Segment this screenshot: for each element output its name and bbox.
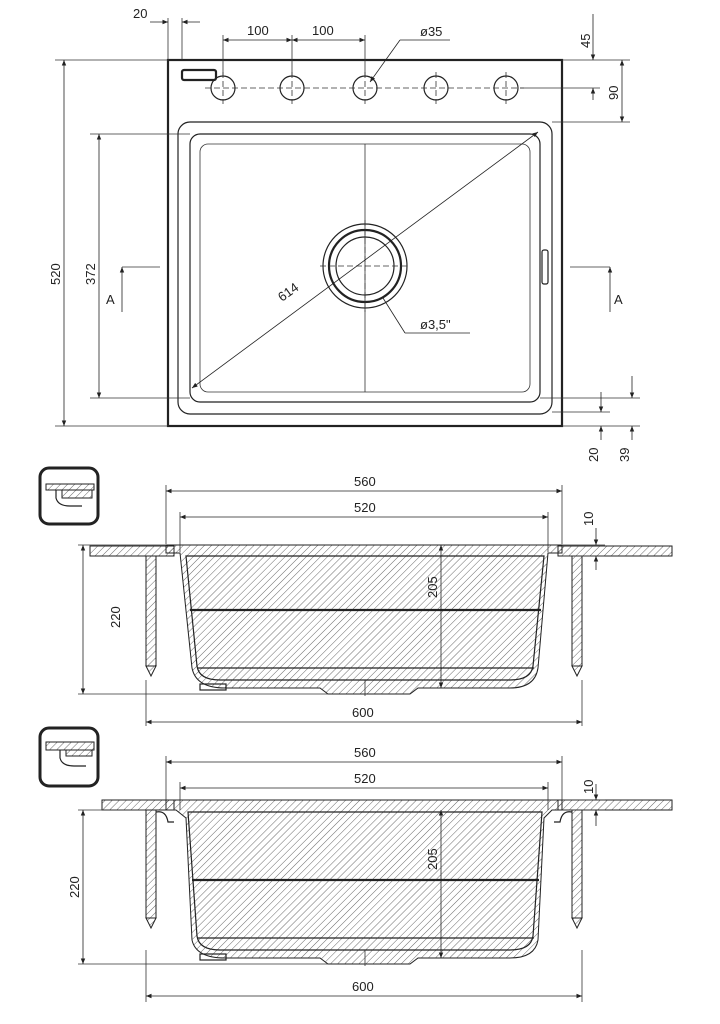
section2-cutout-label: 600 [352,979,374,994]
top-offset-label: 45 [578,34,593,48]
section1-rim-label: 10 [581,512,596,526]
section2-overall-depth-label: 220 [67,876,82,898]
section-view-1: 560 520 205 220 10 600 [38,466,673,726]
section1-cutout-label: 600 [352,705,374,720]
bottom-2-label: 39 [617,448,632,462]
drain-size-label: ø3,5" [420,317,451,332]
section2-rim-label: 10 [581,780,596,794]
section1-depth-label: 205 [425,576,440,598]
section2-inner-width-label: 520 [354,771,376,786]
section1-top-width-label: 560 [354,474,376,489]
section-marker-left: A [106,292,115,307]
section1-inner-width-label: 520 [354,500,376,515]
overall-height-label: 520 [48,263,63,285]
diagonal-dimension [191,131,539,389]
hole-diameter-label: ø35 [420,24,442,39]
sink-profile-flush [165,799,563,965]
sink-profile [165,544,563,695]
bowl-height-label: 372 [83,263,98,285]
top-band-label: 90 [606,86,621,100]
tap-holes [205,72,524,104]
spacing-1-label: 100 [247,23,269,38]
offset-left-label: 20 [133,6,147,21]
section1-overall-depth-label: 220 [108,606,123,628]
section-view-2: 560 520 205 220 10 600 [38,726,673,1002]
flush-mount-icon [38,726,100,788]
section-marker-right: A [614,292,623,307]
section2-top-width-label: 560 [354,745,376,760]
top-mount-icon [38,466,100,526]
plan-view: 614 ø3,5" 20 100 100 ø35 45 90 [48,6,640,462]
section2-depth-label: 205 [425,848,440,870]
bottom-1-label: 20 [586,448,601,462]
tap-hole [352,75,378,101]
diagonal-label: 614 [275,280,301,305]
bowl-outer-rim [177,121,553,415]
overflow-slot [541,249,549,285]
logo-badge [180,68,218,82]
spacing-2-label: 100 [312,23,334,38]
